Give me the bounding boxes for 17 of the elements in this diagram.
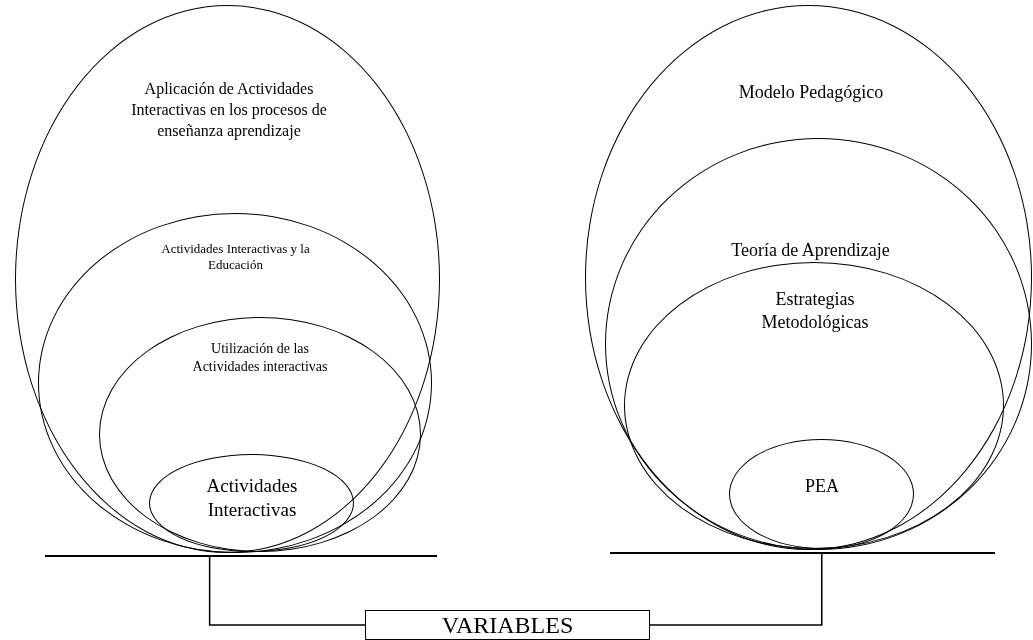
ellipse [624,262,1004,549]
ellipse-label: Modelo Pedagógico [737,81,885,104]
ellipse-label: PEA [804,474,840,498]
ellipse [99,317,421,552]
ellipse-label: Actividades Interactivas [205,473,299,523]
ellipse [585,5,1032,550]
connector-line [208,556,366,626]
ellipse-label: Teoría de Aprendizaje [730,238,891,262]
ellipse-label: Estrategias Metodológicas [760,288,870,335]
baseline-bar [610,552,995,554]
ellipse-label: Utilización de las Actividades interactivas [191,340,329,377]
ellipse [15,5,440,553]
ellipse-label: Aplicación de Actividades Interactivas en los procesos de enseñanza aprendizaje [130,79,328,142]
connector-line [649,553,823,626]
ellipse-label: Actividades Interactivas y la Educación [160,240,311,275]
label-box: VARIABLES [365,610,650,640]
baseline-bar [45,555,437,557]
